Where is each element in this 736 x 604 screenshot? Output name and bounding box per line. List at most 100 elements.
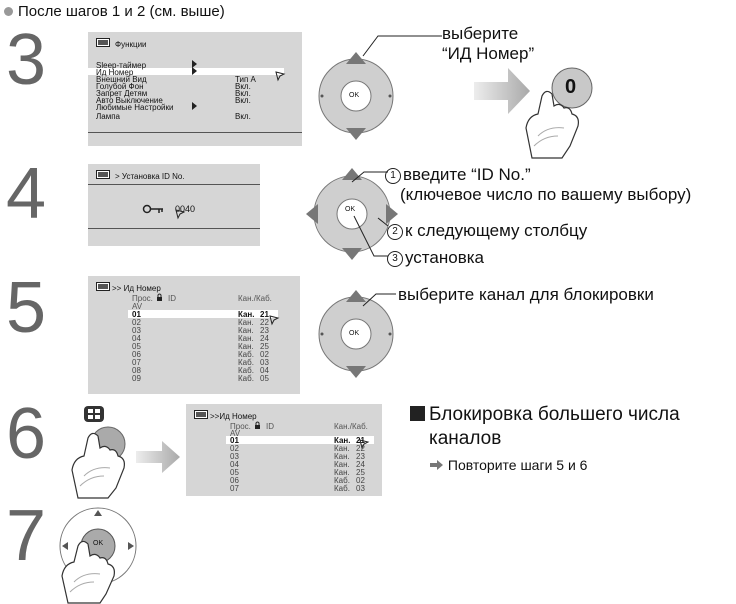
channel-type: Кан. [238, 310, 255, 319]
cursor-icon [359, 439, 370, 450]
menu-item-label[interactable]: Внешний Вид [96, 75, 147, 84]
program-number[interactable]: 02 [132, 318, 141, 327]
channel-number: 21 [260, 310, 269, 319]
program-number[interactable]: 06 [132, 350, 141, 359]
column-prog: Прос. [230, 422, 251, 431]
channel-type: Каб. [238, 358, 254, 367]
channel-number: 04 [260, 366, 269, 375]
channel-type: Кан. [334, 460, 350, 469]
channel-number: 23 [356, 452, 365, 461]
channel-type: Каб. [334, 484, 350, 493]
column-id: ID [168, 294, 176, 303]
menu-item-label[interactable]: Ид Номер [96, 68, 134, 77]
channel-number: 03 [260, 358, 269, 367]
menu-highlight [88, 68, 284, 75]
ok-button[interactable]: OK [93, 540, 104, 547]
side-note-line1: Блокировка большего числа [429, 404, 680, 425]
tv-icon [96, 170, 110, 179]
row-highlight [226, 436, 374, 444]
row-highlight [128, 310, 278, 318]
submenu-arrow-icon [192, 60, 197, 68]
program-number[interactable]: 08 [132, 366, 141, 375]
key-0[interactable]: 0 [565, 76, 577, 98]
screen-title: Функции [115, 40, 147, 49]
step-number-4: 4 [6, 154, 47, 234]
channel-type: Кан. [238, 342, 254, 351]
channel-type: Кан. [238, 326, 254, 335]
menu-item-label[interactable]: Голубой Фон [96, 82, 144, 91]
arrow-right-icon [430, 460, 443, 470]
lock-icon [157, 293, 162, 301]
menu-item-label[interactable]: Лампа [96, 112, 120, 121]
step4-annotation-1b: (ключевое число по вашему выбору) [400, 185, 692, 204]
channel-type: Каб. [238, 366, 254, 375]
channel-type: Кан. [334, 452, 350, 461]
hand-press-icon [525, 67, 593, 159]
callout-line [362, 293, 396, 307]
program-number[interactable]: 04 [132, 334, 141, 343]
channel-number: 22 [260, 318, 269, 327]
program-number[interactable]: 04 [230, 460, 239, 469]
tv-icon [194, 410, 208, 419]
ok-button[interactable]: OK [345, 206, 356, 213]
channel-type: Каб. [238, 350, 254, 359]
column-channel: Кан./Каб. [334, 422, 368, 431]
menu-item-value: Вкл. [235, 96, 251, 105]
program-number[interactable]: 02 [230, 444, 239, 453]
program-number[interactable]: 09 [132, 374, 141, 383]
program-number[interactable]: 01 [132, 310, 141, 319]
program-number[interactable]: 03 [230, 452, 239, 461]
channel-type: Каб. [334, 476, 350, 485]
lock-icon [255, 421, 260, 429]
hand-press-button-icon [71, 406, 126, 499]
menu-item-label[interactable]: Любимые Настройки [96, 103, 174, 112]
square-bullet-icon [410, 406, 425, 421]
column-id: ID [266, 422, 274, 431]
id-number-value[interactable]: 0040 [175, 204, 196, 214]
channel-type: Кан. [334, 436, 351, 445]
submenu-arrow-icon [192, 67, 197, 75]
step3-annotation-2: “ИД Номер” [442, 44, 535, 63]
side-note-instruction: Повторите шаги 5 и 6 [430, 457, 587, 473]
step-number-6: 6 [6, 394, 47, 474]
cursor-icon [269, 315, 280, 326]
program-number[interactable]: 01 [230, 436, 239, 445]
program-number[interactable]: 05 [230, 468, 239, 477]
menu-item-label[interactable]: Запрет Детям [96, 89, 148, 98]
program-number[interactable]: 05 [132, 342, 141, 351]
channel-number: 02 [260, 350, 269, 359]
ok-button[interactable]: OK [349, 92, 360, 99]
column-channel: Кан./Каб. [238, 294, 272, 303]
program-number[interactable]: 07 [132, 358, 141, 367]
key-icon [142, 204, 163, 214]
program-number[interactable]: 07 [230, 484, 239, 493]
circled-number: 2 [387, 224, 403, 240]
channel-number: 02 [356, 476, 365, 485]
screen-title: >>Ид Номер [210, 412, 257, 421]
screen-title: > Установка ID No. [115, 172, 185, 181]
channel-type: Кан. [334, 468, 350, 477]
program-number[interactable]: 03 [132, 326, 141, 335]
callout-lines [351, 171, 389, 257]
program-number[interactable]: 06 [230, 476, 239, 485]
hand-press-ok-icon [59, 507, 137, 604]
divider [88, 228, 260, 229]
channel-type: Каб. [238, 374, 254, 383]
menu-item-label[interactable]: Sleep-таймер [96, 61, 147, 70]
circled-number: 3 [387, 251, 403, 267]
av-label: AV [132, 302, 143, 311]
arrow-right-icon [136, 441, 180, 473]
channel-type: Кан. [238, 318, 254, 327]
menu-item-value: Тип А [235, 75, 256, 84]
menu-item-value: Вкл. [235, 89, 251, 98]
menu-item-label[interactable]: Авто Выключение [96, 96, 163, 105]
cursor-icon [275, 71, 286, 82]
annotation-text: установка [405, 248, 484, 267]
side-note-text: Повторите шаги 5 и 6 [447, 457, 588, 473]
channel-number: 03 [356, 484, 365, 493]
ok-button[interactable]: OK [349, 330, 360, 337]
cursor-icon [175, 209, 186, 220]
